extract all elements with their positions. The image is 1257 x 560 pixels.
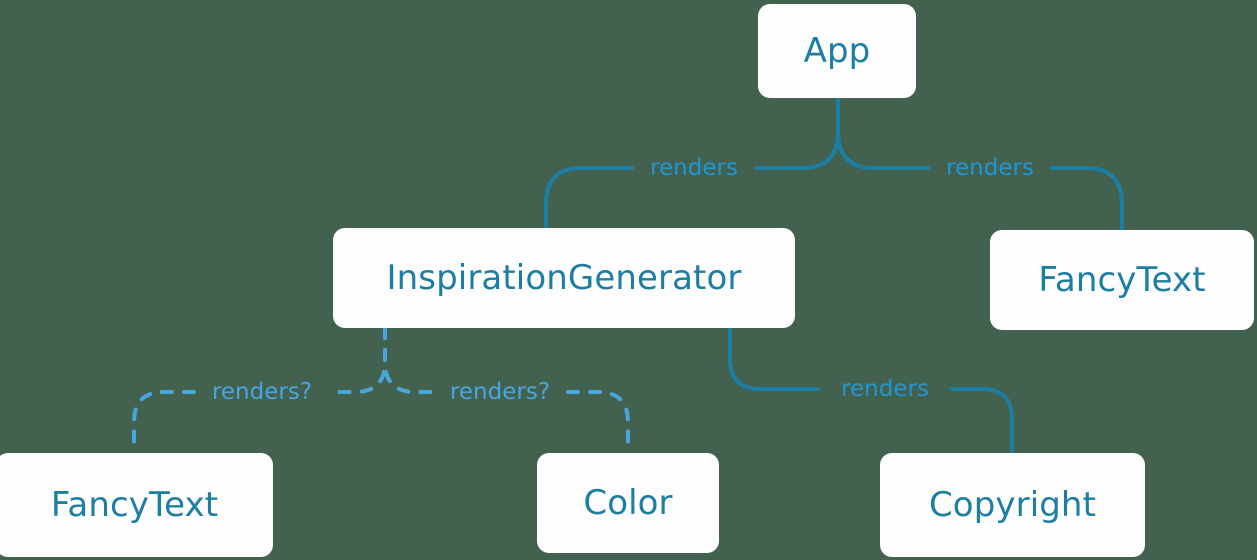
node-app[interactable]: App [758, 4, 916, 98]
node-inspirationgenerator-label: InspirationGenerator [386, 258, 742, 298]
node-copyright[interactable]: Copyright [880, 453, 1145, 557]
edge-inspiration-copyright [728, 326, 1014, 455]
node-inspirationgenerator[interactable]: InspirationGenerator [333, 228, 795, 328]
edge-label-inspiration-color: renders? [449, 379, 551, 405]
edge-inspiration-color [383, 326, 630, 455]
node-fancytext-bottom-label: FancyText [50, 485, 219, 525]
node-fancytext-top-label: FancyText [1038, 260, 1206, 300]
node-color[interactable]: Color [537, 453, 719, 553]
edge-label-inspiration-fancytext: renders? [211, 379, 313, 405]
edge-label-app-inspiration: renders [650, 155, 738, 181]
node-copyright-label: Copyright [928, 485, 1097, 525]
node-fancytext-bottom[interactable]: FancyText [0, 453, 273, 557]
edge-app-fancytext [836, 96, 1124, 232]
node-fancytext-top[interactable]: FancyText [990, 230, 1254, 330]
edge-inspiration-fancytext [132, 326, 387, 455]
node-app-label: App [803, 31, 871, 71]
edge-label-app-fancytext: renders [946, 155, 1034, 181]
node-color-label: Color [583, 483, 673, 523]
edge-label-inspiration-copyright: renders [841, 376, 929, 402]
